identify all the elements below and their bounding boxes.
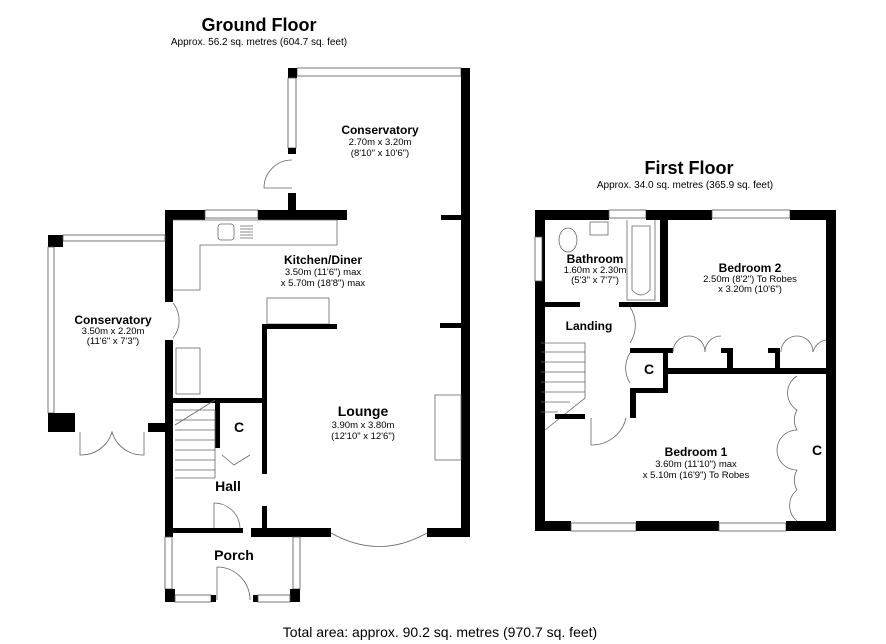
room-dim: 2.70m x 3.20m	[349, 137, 412, 148]
toilet-icon	[558, 227, 578, 253]
room-dim: 3.50m x 2.20m	[82, 326, 145, 337]
room-label-bedroom-1: Bedroom 1	[665, 445, 728, 459]
room-label-cupboard: C	[234, 419, 244, 435]
room-dim: x 5.70m (18'8") max	[281, 278, 366, 289]
window	[292, 536, 301, 590]
window	[296, 67, 462, 77]
room-dim: (12'10" x 12'6")	[331, 431, 395, 442]
room-dim: 3.90m x 3.80m	[332, 420, 395, 431]
room-label-cupboard: C	[644, 361, 654, 377]
room-label-bedroom-2: Bedroom 2	[719, 261, 782, 275]
room-label-conservatory-rear: Conservatory	[341, 123, 419, 137]
room-dim: 3.50m (11'6") max	[285, 267, 362, 278]
room-label-conservatory-side: Conservatory	[74, 313, 152, 327]
room-label-kitchen: Kitchen/Diner	[284, 253, 362, 267]
room-dim: 3.60m (11'10") max	[655, 459, 737, 470]
window	[47, 246, 55, 414]
bay-window	[330, 532, 428, 547]
window	[287, 77, 297, 149]
window	[62, 234, 166, 242]
room-label-lounge: Lounge	[338, 403, 389, 419]
room-dim: (5'3" x 7'7")	[571, 275, 619, 286]
room-label-robes: C	[812, 442, 822, 458]
sink-icon	[217, 223, 235, 241]
total-area: Total area: approx. 90.2 sq. metres (970…	[283, 624, 597, 640]
ground-floor-area: Approx. 56.2 sq. metres (604.7 sq. feet)	[171, 37, 347, 48]
room-dim: (11'6" x 7'3")	[87, 336, 139, 347]
first-floor-title: First Floor	[645, 158, 734, 178]
room-label-porch: Porch	[214, 547, 254, 563]
room-label-bathroom: Bathroom	[567, 252, 624, 266]
window	[204, 209, 259, 219]
window	[164, 536, 173, 590]
room-dim: x 5.10m (16'9") To Robes	[643, 470, 750, 481]
first-floor-area: Approx. 34.0 sq. metres (365.9 sq. feet)	[597, 180, 773, 191]
bath-icon	[626, 220, 656, 301]
room-dim: 2.50m (8'2") To Robes	[703, 274, 797, 285]
room-label-hall: Hall	[215, 478, 241, 494]
first-floor-plan	[534, 209, 836, 532]
room-dim: (8'10" x 10'6")	[351, 148, 409, 159]
ground-floor-plan	[47, 67, 470, 603]
ground-floor-title: Ground Floor	[202, 15, 317, 35]
room-label-landing: Landing	[566, 319, 613, 333]
room-dim: x 3.20m (10'6")	[718, 284, 782, 295]
door-swing	[263, 159, 293, 189]
french-doors	[79, 430, 145, 456]
room-dim: 1.60m x 2.30m	[564, 265, 627, 276]
sink-icon	[589, 221, 609, 236]
